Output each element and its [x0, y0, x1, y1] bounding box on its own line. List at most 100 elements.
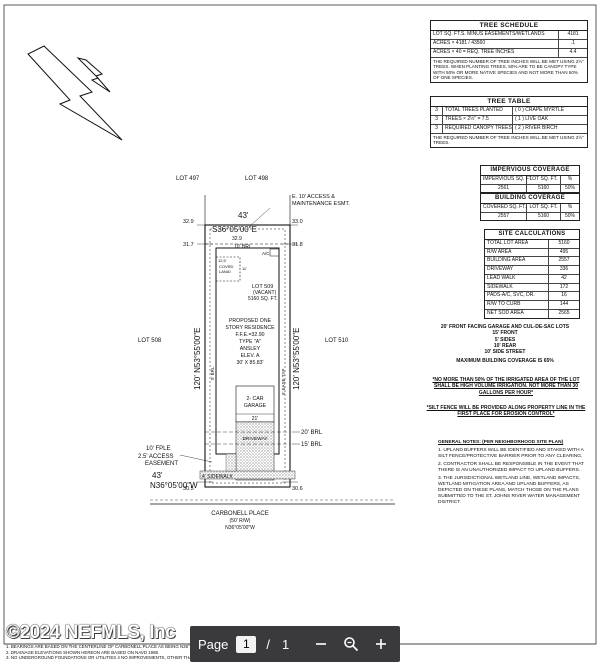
setback-line-3: 5' SIDES: [494, 336, 516, 343]
lot-497-label: LOT 497: [176, 176, 200, 182]
sc-r6-l: SIDEWALK: [485, 283, 549, 292]
ts-row-3-label: ACRES × 40 = REQ. TREE INCHES: [431, 48, 559, 57]
residence-line-7: 30' X 85.83': [236, 360, 263, 366]
residence-line-3: F.F.E.=32.90: [236, 332, 265, 338]
lot-508-label: LOT 508: [138, 338, 162, 344]
magnifier-icon: [344, 637, 359, 652]
tree-schedule-note: THE REQUIRED NUMBER OF TREE INCHES WILL …: [433, 58, 584, 81]
lot-510-label: LOT 510: [325, 338, 349, 344]
silt-fence-note: *SILT FENCE WILL BE PROVIDED ALONG PROPE…: [426, 405, 586, 418]
elev-br: 30.6: [292, 486, 303, 492]
garage-label-1: 2- CAR: [246, 396, 263, 402]
ts-row-2-value: .1: [570, 40, 576, 47]
setback-line-1: 20' FRONT FACING GARAGE AND CUL-DE-SAC L…: [440, 324, 570, 330]
sc-r9-v: 2565: [558, 309, 570, 316]
lot-498-label: LOT 498: [245, 176, 269, 182]
driveway-area: [235, 421, 275, 481]
street-bearing: N36°05'00"W: [225, 525, 255, 531]
zoom-in-button[interactable]: [366, 626, 396, 662]
residence-line-1: PROPOSED ONE: [229, 318, 272, 324]
garage-dim: 21': [252, 416, 259, 422]
fple-label: 10' FPLE: [146, 446, 171, 452]
general-note-1: 1. UPLAND BUFFERS WILL BE IDENTIFIED AND…: [438, 447, 584, 459]
tt-r3-species: ( 2 ) RIVER BIRCH: [515, 124, 558, 131]
subject-lot-label: LOT 509: [252, 284, 273, 290]
footer-note-1: 1. BEARINGS ARE BASED ON THE CENTERLINE …: [6, 644, 208, 649]
imp-h3: %: [567, 175, 573, 182]
bld-h2: LOT SQ. FT.: [527, 203, 561, 212]
setback-max-coverage: MAXIMUM BUILDING COVERAGE IS 65%: [456, 358, 554, 365]
general-notes-title: GENERAL NOTES: (PER NEIGHBORHOOD SITE PL…: [438, 440, 564, 445]
access-easement-1: 2.5' ACCESS: [138, 454, 174, 460]
rear-brl: 10' BRL: [234, 244, 252, 250]
sc-r4-v: 336: [559, 266, 569, 273]
side-ease-label: 5' EASE TYP: [281, 368, 286, 395]
elev-mr: 31.8: [292, 242, 303, 248]
sc-r4-l: DRIVEWAY: [485, 266, 549, 274]
tt-r2-qty: 3: [431, 116, 443, 124]
lanai-outline: [215, 256, 241, 282]
sc-r2-l: R/W AREA: [485, 248, 549, 257]
sc-r8-l: R/W TO CURB: [485, 301, 549, 309]
footer-notes: 1. BEARINGS ARE BASED ON THE CENTERLINE …: [6, 644, 596, 661]
building-title: BUILDING COVERAGE: [481, 194, 579, 204]
setback-line-5: 10' SIDE STREET: [484, 349, 526, 355]
ac-label: A/C: [262, 251, 270, 256]
impervious-coverage-table: IMPERVIOUS COVERAGE IMPERVIOUS SQ. FT.LO…: [480, 165, 580, 194]
imp-h1: IMPERVIOUS SQ. FT.: [483, 175, 533, 184]
elev-tl2: 32.9: [232, 236, 242, 242]
imp-v3: 50%: [564, 184, 575, 191]
setback-line-4: 10' REAR: [493, 342, 517, 349]
ts-row-1-value: 4181: [567, 31, 579, 38]
sc-r8-v: 144: [559, 301, 569, 308]
tree-table-note: THE REQUIRED NUMBER OF TREE INCHES WILL …: [433, 134, 584, 146]
tree-schedule-title: TREE SCHEDULE: [431, 21, 587, 32]
sc-r6-v: 172: [559, 283, 569, 290]
bld-h1: COVERED SQ. FT.: [483, 203, 527, 212]
page-separator: /: [266, 636, 270, 652]
rear-dimension: 43': [238, 211, 249, 220]
page-number-input[interactable]: 1: [236, 635, 257, 653]
setback-line-2: 15' FRONT: [492, 330, 518, 337]
elev-ml: 31.7: [183, 242, 194, 248]
sc-r3-v: 2557: [558, 257, 570, 264]
left-side-dimension: 120' N53°55'00"E: [193, 328, 202, 390]
imp-v1: 2561: [481, 184, 527, 193]
residence-line-4: TYPE "A": [239, 339, 261, 345]
sc-r1-v: 5160: [558, 239, 570, 246]
driveway-label: DRIVEWAY: [242, 436, 268, 442]
lanai-label-1: COVRD: [219, 264, 234, 269]
mls-watermark: ©2024 NEFMLS, Inc: [6, 622, 176, 643]
residence-line-6: ELEV. A: [241, 353, 260, 359]
imp-h2: LOT SQ. FT.: [527, 175, 561, 184]
footer-note-3: 3. NO UNDERGROUND FOUNDATIONS OR UTILITI…: [6, 655, 352, 661]
lot-509-boundary: [204, 224, 291, 488]
front-brl-15: 15' BRL: [301, 442, 323, 448]
subject-lot-status: (VACANT): [253, 290, 277, 296]
bld-h3: %: [567, 203, 573, 210]
residence-line-5: ANSLEY: [240, 346, 261, 352]
street-name: CARBONELL PLACE: [211, 511, 268, 517]
general-note-2: 2. CONTRACTOR SHALL BE RESPONSIBLE IN TH…: [438, 461, 584, 473]
sc-r9-l: NET SOD AREA: [485, 309, 549, 318]
sidewalk-label: 4' SIDEWALK: [202, 474, 233, 480]
tt-r1-species: ( 0 ) CRAPE MYRTLE: [515, 107, 565, 114]
ts-row-2-label: ACRES × 4181 / 43560: [431, 40, 559, 48]
front-dimension: 43': [152, 471, 163, 480]
subject-lot-area: 5160 SQ. FT.: [248, 296, 277, 302]
tt-r1-qty: 3: [431, 107, 443, 116]
irrigation-note: *NO MORE THAN 50% OF THE IRRIGATED AREA …: [432, 377, 580, 396]
tree-schedule-table: TREE SCHEDULE LOT SQ. FT.S. MINUS EASEME…: [430, 20, 588, 83]
site-calc-title: SITE CALCULATIONS: [485, 230, 579, 240]
bottom-bearing: N36°05'00"W: [150, 481, 198, 490]
lanai-dim-1: 12.5': [218, 258, 227, 263]
zoom-out-button[interactable]: [306, 626, 336, 662]
footer-note-2: 2. DRAINAGE ELEVATIONS SHOWN HEREON ARE …: [6, 649, 160, 655]
pdf-viewer-toolbar: Page 1 / 1: [190, 626, 400, 662]
zoom-fit-button[interactable]: [336, 626, 366, 662]
bld-v2: 5160: [527, 212, 561, 221]
tt-r2-species: ( 1 ) LIVE OAK: [515, 116, 549, 123]
plus-icon: [376, 639, 386, 649]
